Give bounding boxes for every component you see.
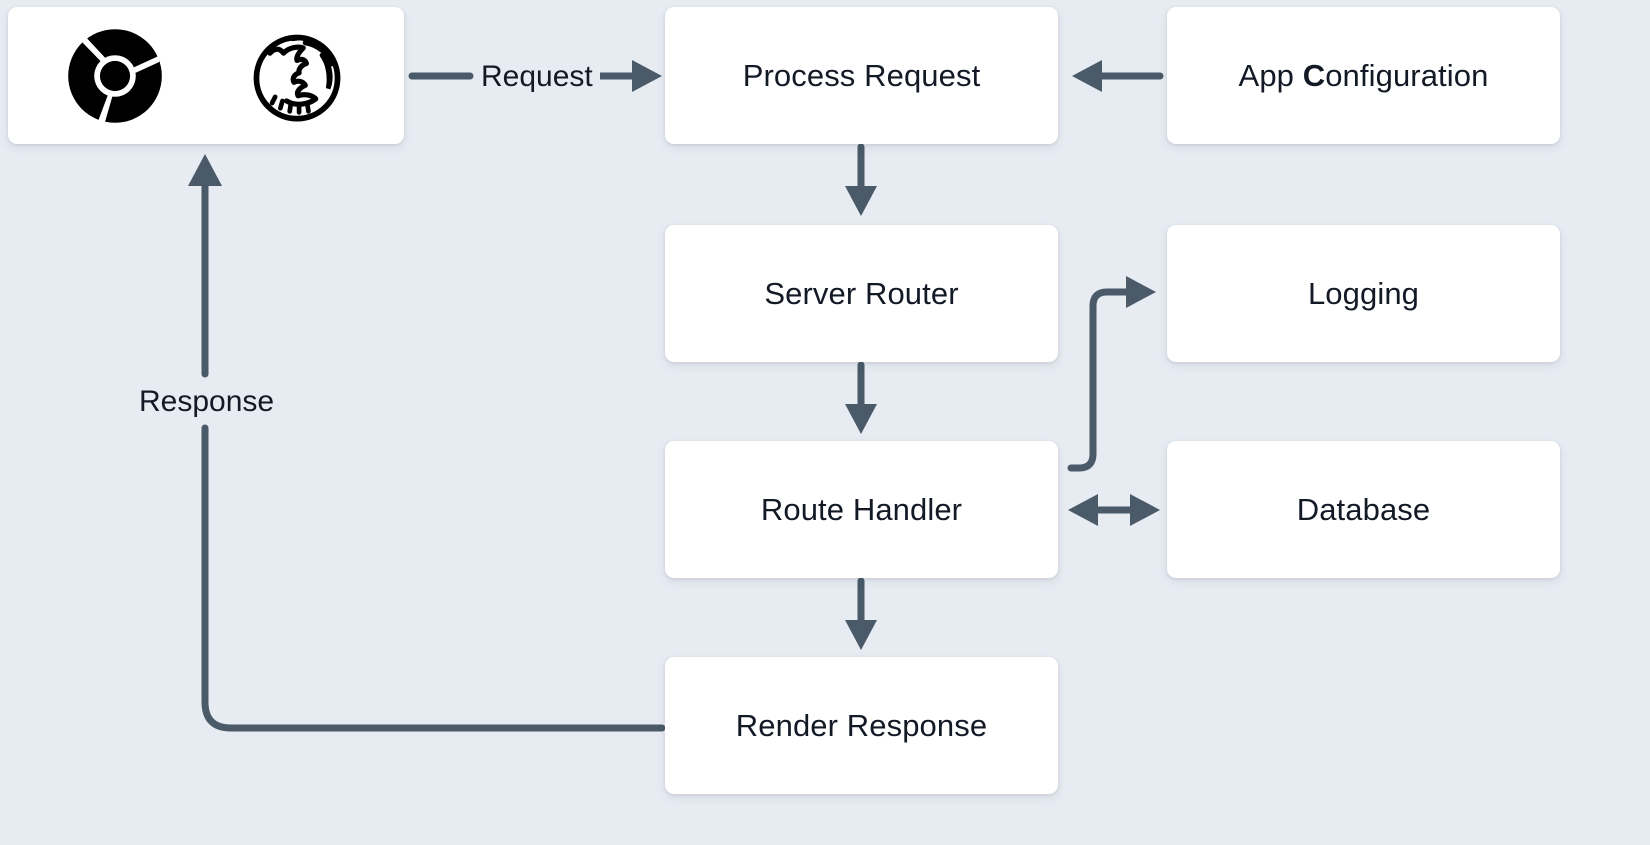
- node-logging-label: Logging: [1307, 275, 1420, 311]
- firefox-icon: [253, 34, 341, 121]
- edge-response: [188, 154, 666, 732]
- node-app-configuration-label: App Configuration: [1239, 58, 1489, 94]
- edge-handler-to-render: [845, 577, 877, 650]
- browser-icon-row: [8, 24, 404, 128]
- node-render-response[interactable]: Render Response: [665, 657, 1058, 794]
- edge-label-request: Request: [474, 60, 600, 94]
- node-process-request-label: Process Request: [742, 57, 981, 93]
- node-route-handler[interactable]: Route Handler: [665, 441, 1058, 578]
- node-logging[interactable]: Logging: [1167, 225, 1560, 362]
- edge-router-to-handler: [845, 361, 877, 434]
- edge-config-to-process: [1072, 60, 1164, 92]
- node-server-router[interactable]: Server Router: [665, 225, 1058, 362]
- node-server-router-label: Server Router: [764, 275, 959, 311]
- label-segment-onfiguration: onfiguration: [1325, 57, 1489, 93]
- node-database[interactable]: Database: [1167, 441, 1560, 578]
- chrome-icon: [68, 28, 162, 123]
- edge-process-to-router: [845, 143, 877, 216]
- node-app-configuration[interactable]: App Configuration: [1167, 7, 1560, 144]
- edge-handler-to-database: [1068, 494, 1160, 526]
- label-segment-heavy-c: C: [1302, 57, 1326, 93]
- edge-label-response: Response: [132, 385, 282, 419]
- node-process-request[interactable]: Process Request: [665, 7, 1058, 144]
- node-client-browsers[interactable]: [8, 7, 404, 144]
- label-segment-app: App: [1238, 57, 1303, 93]
- node-route-handler-label: Route Handler: [760, 491, 963, 527]
- edge-handler-to-logging: [1067, 276, 1156, 472]
- node-render-response-label: Render Response: [735, 707, 988, 743]
- node-database-label: Database: [1296, 491, 1431, 527]
